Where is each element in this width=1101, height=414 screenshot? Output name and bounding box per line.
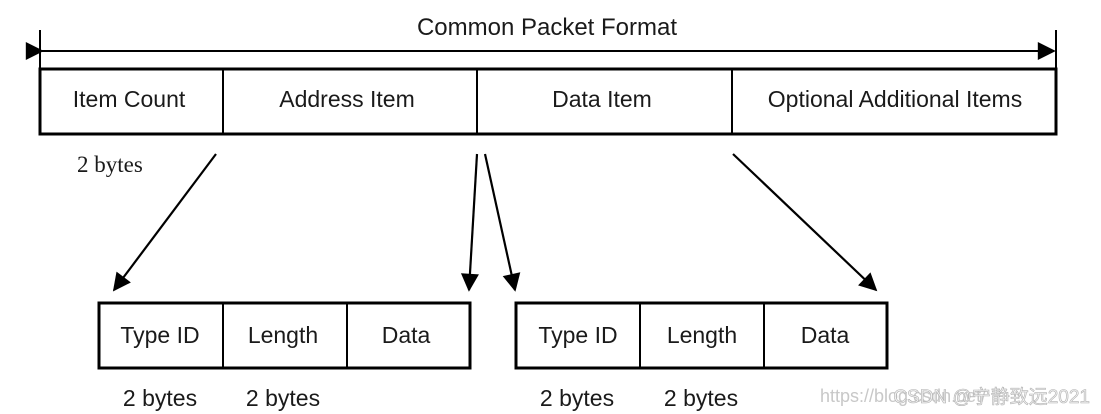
- field-item-count: Item Count: [73, 86, 186, 112]
- data-item-breakdown: Type ID Length Data 2 bytes 2 bytes: [514, 301, 889, 411]
- arrow-address-to-left-start: [112, 153, 217, 292]
- watermark: https://blog.csdn.net/ CSDN @宁静致远2021: [820, 386, 1090, 409]
- address-item-breakdown: Type ID Length Data 2 bytes 2 bytes: [97, 301, 472, 411]
- address-length: Length: [248, 322, 318, 348]
- watermark-text: CSDN @宁静致远2021: [893, 386, 1090, 408]
- arrow-data-to-right-end: [732, 153, 878, 292]
- diagram-title: Common Packet Format: [417, 14, 677, 41]
- top-packet-border: [38, 67, 1058, 136]
- top-packet-row: Item Count Address Item Data Item Option…: [38, 67, 1058, 136]
- data-length-size: 2 bytes: [664, 385, 738, 411]
- field-data-item: Data Item: [552, 86, 652, 112]
- field-address-item: Address Item: [279, 86, 415, 112]
- data-length: Length: [667, 322, 737, 348]
- watermark-faint-url: https://blog.csdn.net/: [820, 386, 986, 406]
- address-data: Data: [382, 322, 431, 348]
- data-type-id: Type ID: [538, 322, 617, 348]
- data-item-box: [514, 301, 889, 370]
- item-count-size: 2 bytes: [77, 152, 143, 177]
- arrow-address-to-left-end: [460, 153, 479, 292]
- address-type-id-size: 2 bytes: [123, 385, 197, 411]
- address-length-size: 2 bytes: [246, 385, 320, 411]
- address-type-id: Type ID: [120, 322, 199, 348]
- data-data: Data: [801, 322, 850, 348]
- data-type-id-size: 2 bytes: [540, 385, 614, 411]
- field-optional-additional-items: Optional Additional Items: [768, 86, 1022, 112]
- address-item-box: [97, 301, 472, 370]
- arrow-data-to-right-start: [483, 153, 521, 292]
